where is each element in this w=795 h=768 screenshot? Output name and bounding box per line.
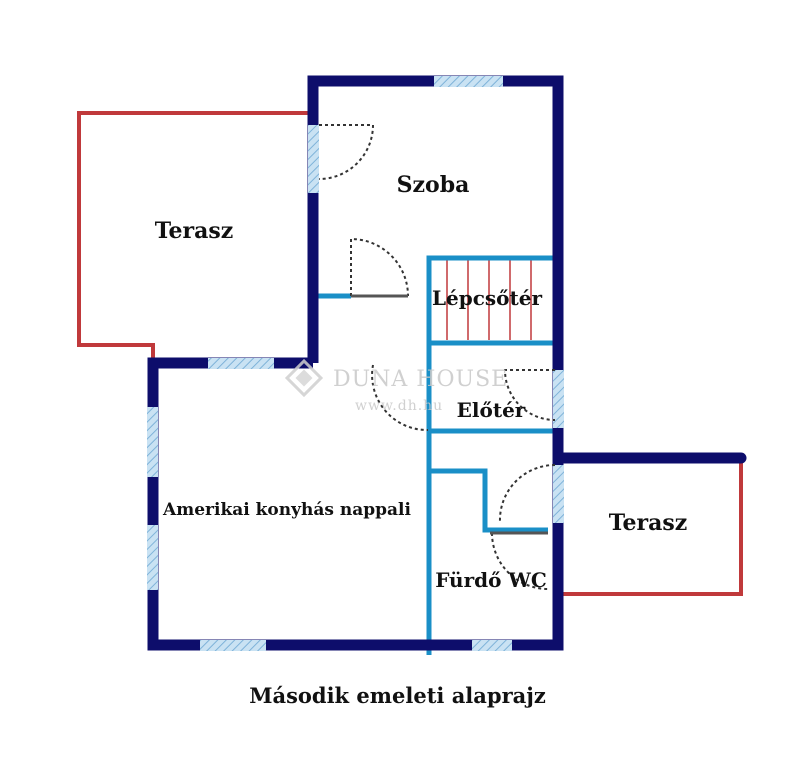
room-label-szoba: Szoba — [397, 172, 470, 198]
diamond-logo-icon — [284, 358, 324, 398]
interior-walls — [313, 255, 557, 655]
watermark-brand: DUNA HOUSE — [333, 367, 508, 392]
watermark-url: www.dh.hu — [355, 398, 443, 414]
windows — [147, 76, 564, 651]
room-label-lepcsoter: Lépcsőtér — [432, 286, 543, 310]
room-label-eloter: Előtér — [457, 398, 526, 422]
room-label-terasz-left: Terasz — [155, 218, 234, 244]
doors — [318, 124, 556, 590]
terrace-left-outline — [77, 111, 313, 362]
terrace-right-outline — [558, 458, 743, 596]
door-leaves — [351, 294, 548, 535]
exterior-walls — [147, 75, 564, 651]
watermark: DUNA HOUSE www.dh.hu — [284, 358, 508, 414]
staircase — [446, 260, 532, 340]
plan-title: Második emeleti alaprajz — [249, 683, 546, 708]
room-label-nappali: Amerikai konyhás nappali — [162, 500, 411, 520]
room-label-terasz-right: Terasz — [609, 510, 688, 536]
room-label-furdo: Fürdő WC — [435, 568, 547, 592]
